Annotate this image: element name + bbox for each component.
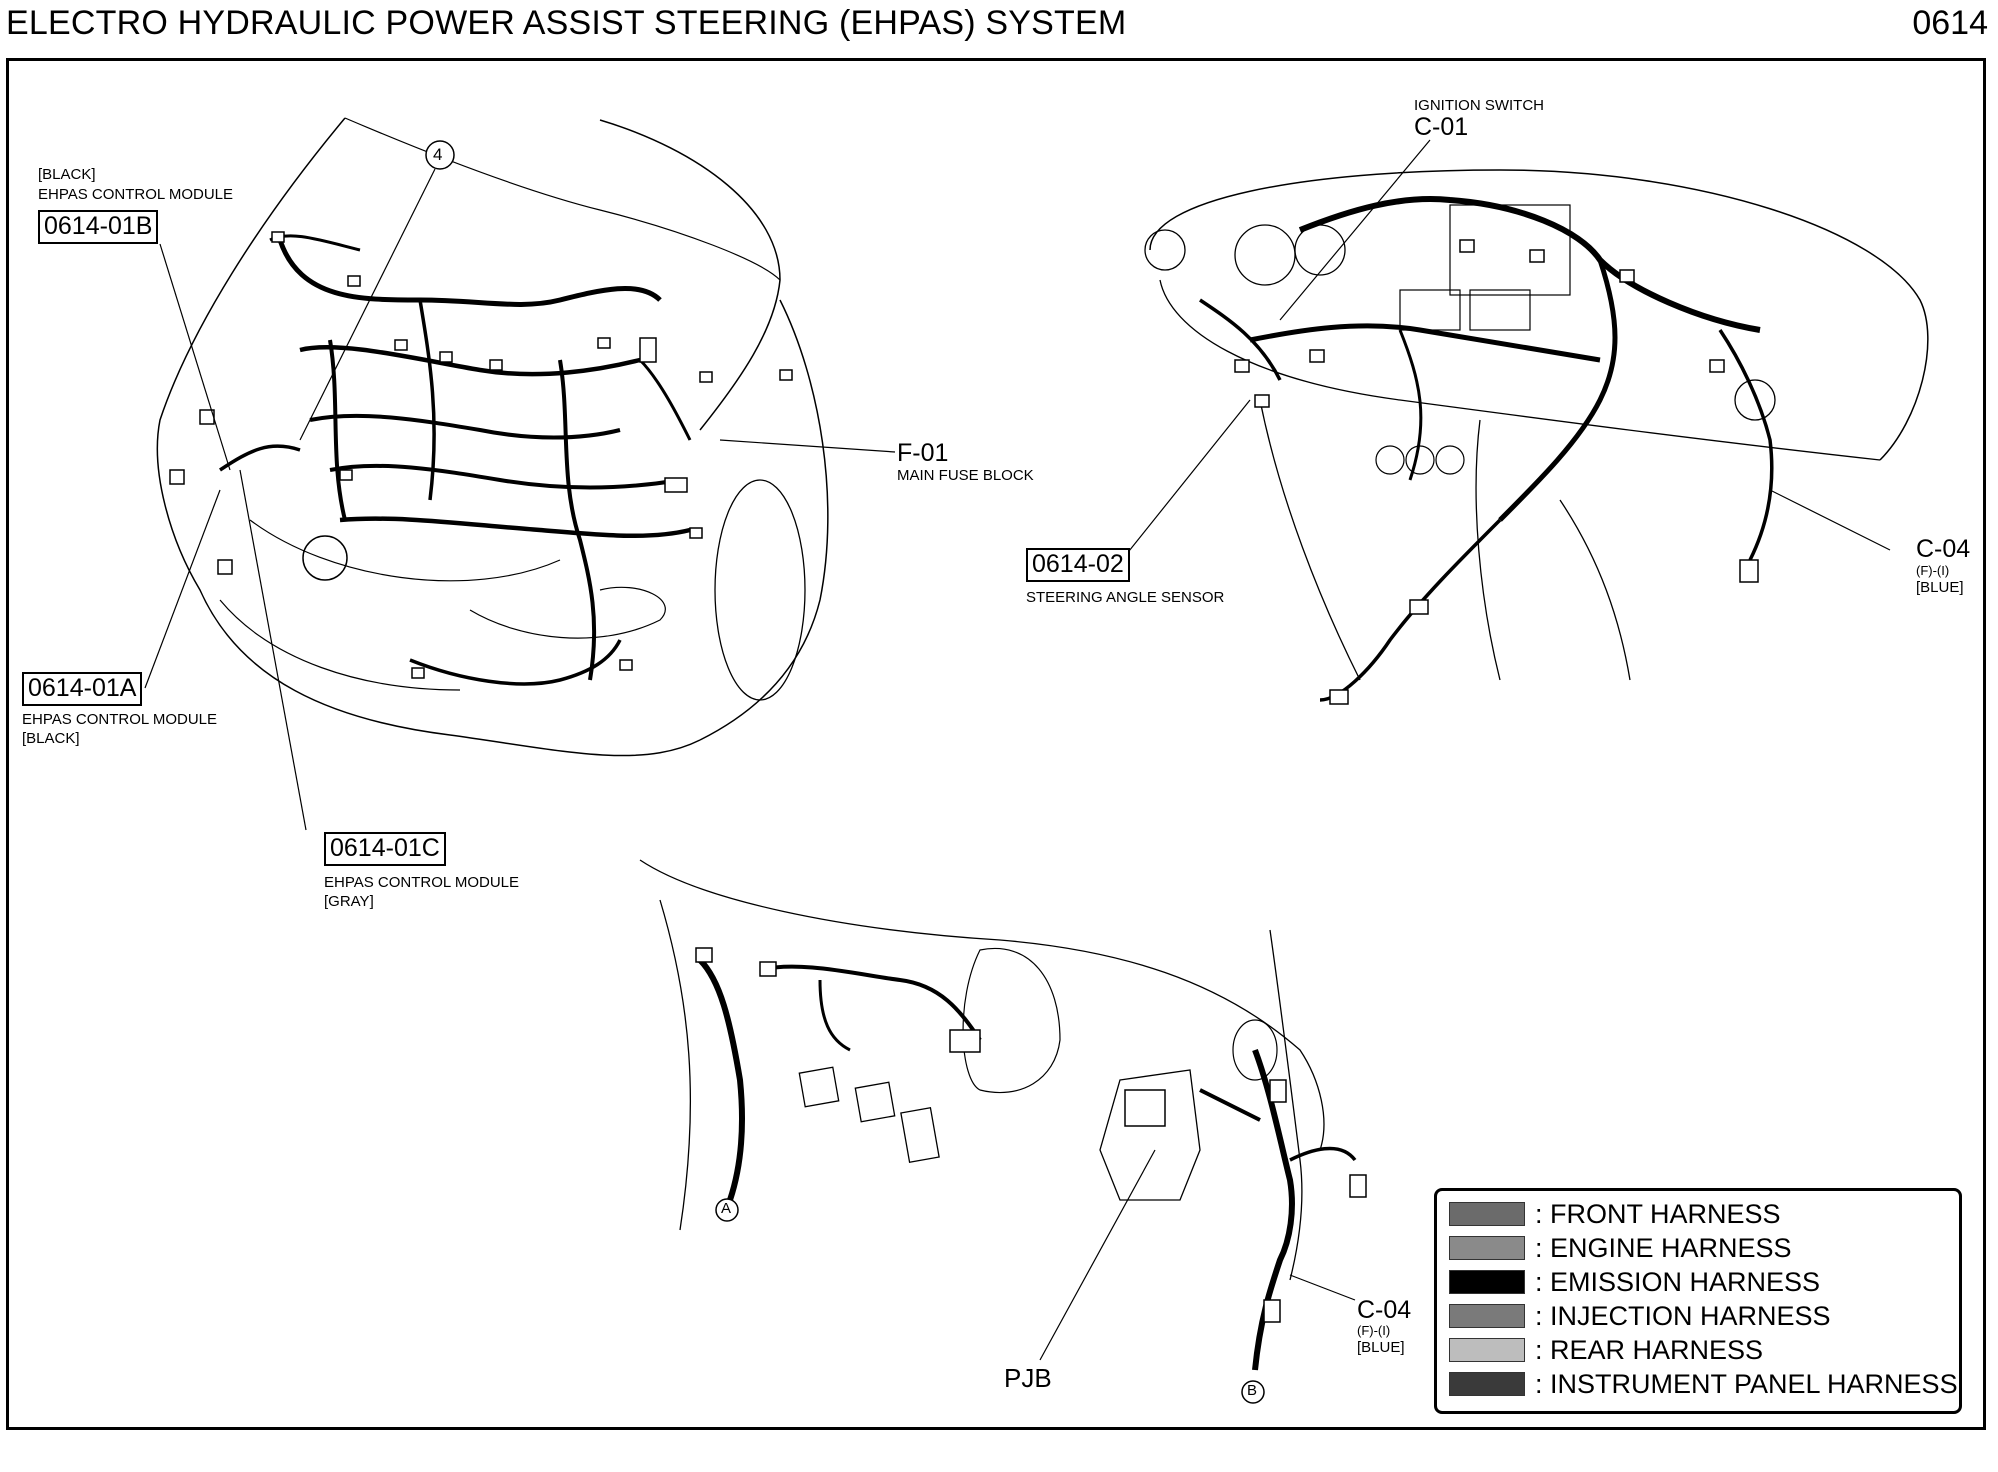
page-number: 0614 — [1912, 4, 1988, 42]
legend-label: : FRONT HARNESS — [1535, 1198, 1781, 1229]
interior-c04-code[interactable]: C-04 — [1357, 1296, 1412, 1324]
connector-01c-code[interactable]: 0614-01C — [324, 832, 446, 866]
page-title: ELECTRO HYDRAULIC POWER ASSIST STEERING … — [6, 4, 1127, 42]
legend-label: : REAR HARNESS — [1535, 1334, 1764, 1365]
connector-01c-name: EHPAS CONTROL MODULE — [324, 874, 520, 891]
steering-sensor-code[interactable]: 0614-02 — [1026, 548, 1130, 582]
dash-c04-code[interactable]: C-04 — [1916, 535, 1971, 563]
interior-c04-color: [BLUE] — [1357, 1339, 1405, 1356]
ignition-switch-code[interactable]: C-01 — [1414, 113, 1469, 141]
marker-b: B — [1247, 1382, 1258, 1399]
legend-item-injection: : INJECTION HARNESS — [1449, 1301, 1831, 1331]
marker-a: A — [721, 1200, 732, 1217]
connector-01b-code[interactable]: 0614-01B — [38, 210, 159, 244]
pjb-label[interactable]: PJB — [1004, 1363, 1052, 1393]
fuse-block-name: MAIN FUSE BLOCK — [897, 467, 1034, 484]
legend-item-rear: : REAR HARNESS — [1449, 1335, 1763, 1365]
legend-item-engine: : ENGINE HARNESS — [1449, 1233, 1792, 1263]
steering-sensor-name: STEERING ANGLE SENSOR — [1026, 589, 1225, 606]
dash-c04-color: [BLUE] — [1916, 579, 1964, 596]
dashboard-drawing — [1124, 139, 1929, 705]
connector-01b-color: [BLACK] — [38, 166, 96, 183]
circle-marker-4: 4 — [433, 145, 443, 164]
connector-01a-code[interactable]: 0614-01A — [22, 672, 143, 706]
legend-label: : ENGINE HARNESS — [1535, 1232, 1792, 1263]
fuse-block-code[interactable]: F-01 — [897, 439, 949, 467]
legend-swatch — [1449, 1270, 1525, 1294]
dash-c04-sub: (F)-(I) — [1916, 563, 1950, 578]
legend-label: : INJECTION HARNESS — [1535, 1300, 1831, 1331]
diagram-frame — [6, 58, 1986, 1430]
legend-item-front: : FRONT HARNESS — [1449, 1199, 1781, 1229]
legend-swatch — [1449, 1338, 1525, 1362]
connector-01b-name: EHPAS CONTROL MODULE — [38, 186, 234, 203]
legend-swatch — [1449, 1202, 1525, 1226]
engine-bay-drawing — [144, 117, 896, 831]
connector-01a-color: [BLACK] — [22, 730, 80, 747]
harness-legend: : FRONT HARNESS : ENGINE HARNESS : EMISS… — [1434, 1188, 1962, 1414]
legend-item-instrument-panel: : INSTRUMENT PANEL HARNESS — [1449, 1369, 1958, 1399]
legend-swatch — [1449, 1304, 1525, 1328]
connector-01c-color: [GRAY] — [324, 893, 374, 910]
legend-swatch — [1449, 1372, 1525, 1396]
legend-label: : INSTRUMENT PANEL HARNESS — [1535, 1368, 1958, 1399]
legend-item-emission: : EMISSION HARNESS — [1449, 1267, 1820, 1297]
interior-c04-sub: (F)-(I) — [1357, 1323, 1391, 1338]
legend-label: : EMISSION HARNESS — [1535, 1266, 1821, 1297]
interior-drawing — [639, 859, 1367, 1404]
ignition-switch-name: IGNITION SWITCH — [1414, 97, 1544, 114]
connector-01a-name: EHPAS CONTROL MODULE — [22, 711, 218, 728]
legend-swatch — [1449, 1236, 1525, 1260]
